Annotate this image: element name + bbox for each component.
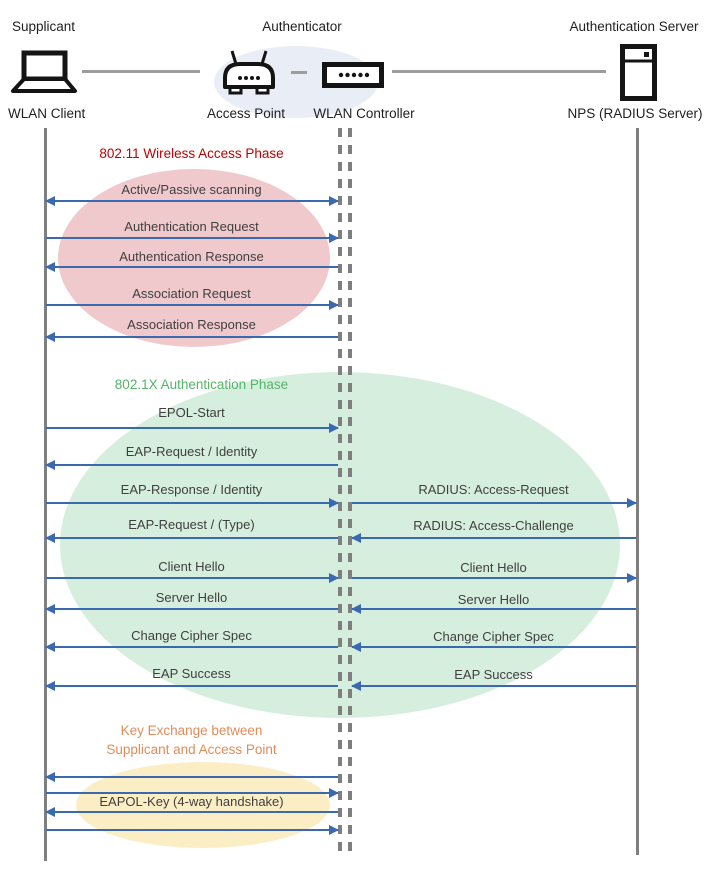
arrow-eap-request-type <box>45 533 338 543</box>
role-authentication-server: Authentication Server <box>569 19 699 34</box>
label-scanning: Active/Passive scanning <box>121 182 262 197</box>
label-eap-request-identity: EAP-Request / Identity <box>125 444 258 459</box>
laptop-icon <box>10 50 78 94</box>
device-wlan-client: WLAN Client <box>8 106 86 121</box>
lifeline-wlan-controller-left <box>338 128 342 852</box>
label-radius-access-challenge: RADIUS: Access-Challenge <box>413 518 574 533</box>
label-eapol-key: EAPOL-Key (4-way handshake) <box>99 794 284 809</box>
arrow-server-hello-left <box>45 604 338 614</box>
role-supplicant: Supplicant <box>12 19 76 34</box>
arrow-eap-response-identity <box>46 498 339 508</box>
phase-title-8021x: 802.1X Authentication Phase <box>114 377 289 392</box>
label-eap-response-identity: EAP-Response / Identity <box>120 482 263 497</box>
arrow-eap-success-right <box>351 681 636 691</box>
label-client-hello-left: Client Hello <box>158 559 225 574</box>
arrow-change-cipher-spec-right <box>351 642 636 652</box>
device-nps-radius-server: NPS (RADIUS Server) <box>567 106 703 121</box>
arrow-radius-access-request <box>352 498 637 508</box>
label-authentication-request: Authentication Request <box>124 219 259 234</box>
device-access-point: Access Point <box>206 106 286 121</box>
label-association-response: Association Response <box>127 317 256 332</box>
arrow-eap-request-identity <box>45 460 338 470</box>
lifeline-wlan-client <box>44 128 47 861</box>
label-authentication-response: Authentication Response <box>119 249 264 264</box>
phase-title-key-exchange-line1: Key Exchange between <box>120 723 263 738</box>
arrow-eap-success-left <box>45 681 338 691</box>
arrow-authentication-request <box>46 233 339 243</box>
label-epol-start: EPOL-Start <box>158 405 225 420</box>
label-client-hello-right: Client Hello <box>460 560 527 575</box>
connector-client-to-ap <box>82 70 200 73</box>
label-radius-access-request: RADIUS: Access-Request <box>418 482 569 497</box>
arrow-client-hello-left <box>46 573 339 583</box>
arrow-eapol-key-4 <box>46 825 339 835</box>
arrow-client-hello-right <box>352 573 637 583</box>
label-change-cipher-spec-left: Change Cipher Spec <box>131 628 252 643</box>
arrow-association-request <box>46 300 339 310</box>
phase-title-80211: 802.11 Wireless Access Phase <box>99 146 284 161</box>
arrow-association-response <box>45 332 338 342</box>
device-wlan-controller: WLAN Controller <box>313 106 415 121</box>
arrow-epol-start <box>46 423 339 433</box>
arrow-server-hello-right <box>351 604 636 614</box>
arrow-eapol-key-3 <box>45 807 338 817</box>
label-eap-request-type: EAP-Request / (Type) <box>128 517 255 532</box>
lifeline-wlan-controller-right <box>348 128 352 852</box>
label-change-cipher-spec-right: Change Cipher Spec <box>433 629 554 644</box>
arrow-eapol-key-2 <box>46 788 339 798</box>
arrow-change-cipher-spec-left <box>45 642 338 652</box>
arrow-authentication-response <box>45 262 338 272</box>
label-association-request: Association Request <box>132 286 251 301</box>
access-point-icon <box>220 49 278 97</box>
label-eap-success-right: EAP Success <box>454 667 533 682</box>
connector-ap-to-controller-dash <box>291 71 307 74</box>
wlan-controller-icon <box>322 62 384 88</box>
phase-title-key-exchange-line2: Supplicant and Access Point <box>106 742 277 757</box>
connector-controller-to-server <box>392 70 606 73</box>
arrow-scanning <box>45 196 339 206</box>
lifeline-nps-server <box>636 128 639 855</box>
arrow-eapol-key-1 <box>45 772 338 782</box>
label-server-hello-left: Server Hello <box>155 590 228 605</box>
wireless-access-phase-ellipse <box>58 169 330 347</box>
role-authenticator: Authenticator <box>262 19 342 34</box>
server-icon <box>620 44 657 101</box>
label-server-hello-right: Server Hello <box>457 592 530 607</box>
arrow-radius-access-challenge <box>351 533 636 543</box>
label-eap-success-left: EAP Success <box>152 666 231 681</box>
